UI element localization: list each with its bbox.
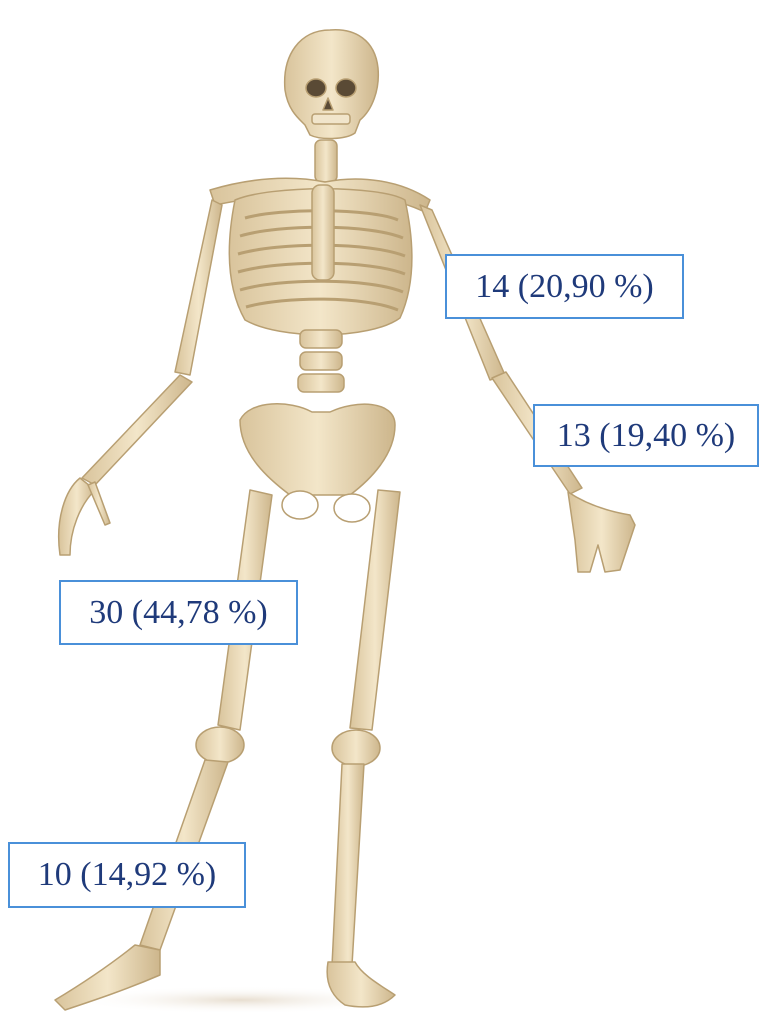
right-tibia xyxy=(332,764,364,965)
right-femur xyxy=(350,490,400,730)
upper-arm-label: 14 (20,90 %) xyxy=(445,254,684,319)
thigh-label: 30 (44,78 %) xyxy=(59,580,298,645)
hand-label: 13 (19,40 %) xyxy=(533,404,759,467)
right-hand xyxy=(568,492,635,572)
left-upper-arm xyxy=(175,200,222,375)
pelvis xyxy=(240,404,395,495)
left-forearm xyxy=(82,375,192,485)
foot-label: 10 (14,92 %) xyxy=(8,842,246,908)
